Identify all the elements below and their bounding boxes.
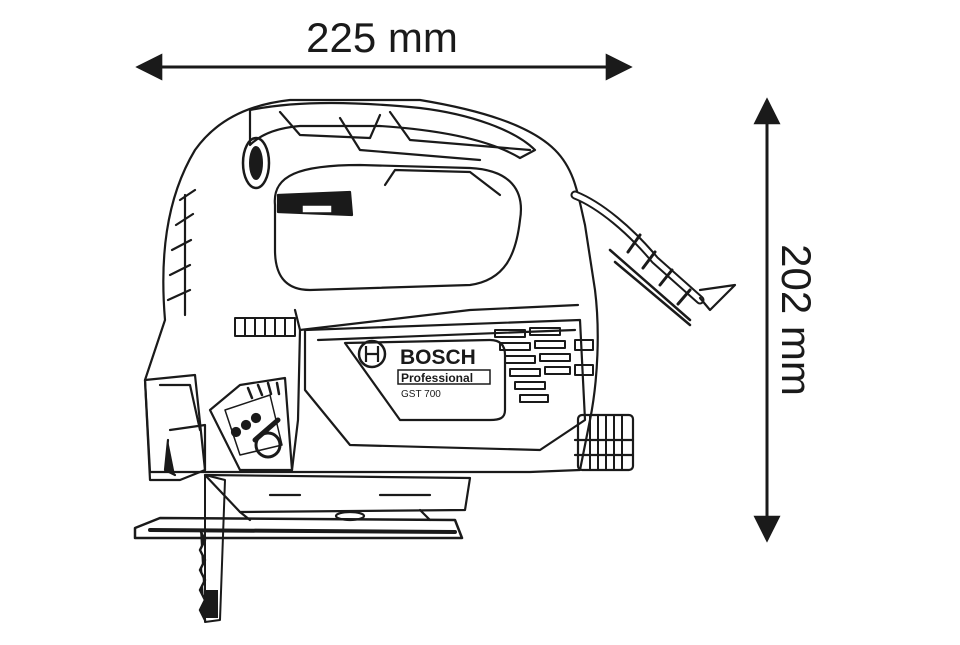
body-outline [143, 98, 599, 474]
height-label: 202 mm [773, 244, 820, 396]
professional-box [397, 369, 491, 385]
width-label: 225 mm [306, 14, 458, 61]
product-line: Professional [401, 371, 473, 385]
dust-port [573, 413, 635, 472]
width-dimension: 225 mm [135, 14, 633, 81]
front-nose [143, 373, 207, 482]
vent-slots [494, 327, 594, 403]
top-oval-inner [249, 146, 263, 180]
top-rib-2 [338, 116, 482, 162]
top-rib-1 [278, 110, 382, 140]
handle-inner-rim [383, 168, 502, 197]
model-number: GST 700 [401, 389, 441, 400]
brand-name: BOSCH [400, 346, 476, 369]
height-dimension: 202 mm [753, 97, 820, 543]
jigsaw-drawing [133, 98, 737, 623]
power-cord [570, 190, 737, 327]
saw-blade [198, 474, 226, 623]
motor-housing [303, 318, 587, 452]
bosch-logo-icon [357, 339, 387, 369]
top-cover [248, 101, 537, 160]
label-plate [343, 338, 507, 422]
trigger [276, 190, 354, 217]
housing-upper-line [298, 303, 580, 332]
rear-grip-ribs [166, 188, 197, 317]
trigger-lock [301, 204, 333, 214]
top-rib-3 [388, 110, 532, 152]
brand-badge: BOSCH Professional GST 700 [357, 339, 491, 400]
baseplate [133, 473, 472, 540]
handle-opening [273, 163, 522, 292]
housing-upper-line-2 [316, 328, 577, 342]
stroke-dial [208, 376, 294, 472]
pendulum-lever [234, 308, 302, 472]
top-oval-opening [241, 136, 271, 190]
